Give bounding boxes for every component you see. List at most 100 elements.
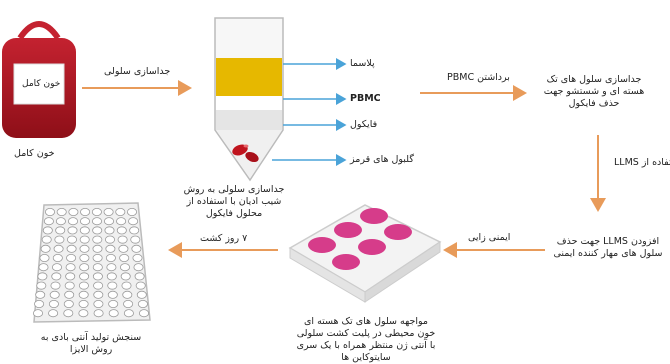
layer-rbc: گلبول های قرمز xyxy=(350,154,414,165)
well xyxy=(68,217,79,226)
well xyxy=(38,263,49,272)
well xyxy=(66,253,77,262)
six-well-plate-icon xyxy=(288,204,442,303)
well xyxy=(104,226,115,235)
well xyxy=(78,281,89,290)
layer-ficoll: فایکول xyxy=(350,119,378,130)
well xyxy=(37,272,48,281)
well xyxy=(34,299,45,308)
well xyxy=(121,281,132,290)
well xyxy=(131,244,142,253)
well xyxy=(45,207,56,216)
well xyxy=(78,309,89,318)
well xyxy=(78,290,89,299)
well xyxy=(137,299,148,308)
well xyxy=(103,207,114,216)
well xyxy=(33,309,44,318)
well xyxy=(93,290,104,299)
well xyxy=(107,290,118,299)
well xyxy=(79,244,90,253)
well xyxy=(120,272,131,281)
well xyxy=(92,244,103,253)
well xyxy=(65,272,76,281)
well xyxy=(118,244,129,253)
well xyxy=(92,272,103,281)
well xyxy=(48,299,59,308)
well xyxy=(43,217,54,226)
well xyxy=(130,235,141,244)
well xyxy=(52,253,63,262)
well xyxy=(105,244,116,253)
well xyxy=(105,253,116,262)
well xyxy=(36,281,47,290)
well xyxy=(79,263,90,272)
well xyxy=(35,290,46,299)
well xyxy=(133,263,144,272)
well xyxy=(105,235,116,244)
well xyxy=(53,244,64,253)
blood-bag-caption: خون کامل xyxy=(14,148,55,159)
well xyxy=(92,217,103,226)
well xyxy=(92,253,103,262)
well xyxy=(93,281,104,290)
well xyxy=(117,235,128,244)
well xyxy=(127,207,138,216)
well xyxy=(108,299,119,308)
well xyxy=(106,272,117,281)
well xyxy=(52,263,63,272)
well xyxy=(91,207,102,216)
well xyxy=(92,235,103,244)
well xyxy=(135,281,146,290)
separation-label: جداسازی سلولی xyxy=(104,66,171,77)
well xyxy=(40,244,51,253)
well xyxy=(65,263,76,272)
well xyxy=(67,235,78,244)
well xyxy=(79,272,90,281)
well xyxy=(104,217,115,226)
well xyxy=(120,263,131,272)
well xyxy=(93,309,104,318)
well xyxy=(49,290,60,299)
well xyxy=(107,281,118,290)
remove-pbmc-label: برداشتن PBMC xyxy=(447,72,510,83)
well xyxy=(80,217,91,226)
well xyxy=(51,272,62,281)
pbmc-desc: جداسازی سلول های تک هسته ای و شستشو جهت … xyxy=(543,74,645,109)
well xyxy=(119,253,130,262)
well xyxy=(134,272,145,281)
well xyxy=(56,207,67,216)
well xyxy=(93,299,104,308)
well xyxy=(79,235,90,244)
well xyxy=(64,281,75,290)
well xyxy=(123,309,134,318)
well xyxy=(67,226,78,235)
well xyxy=(108,309,119,318)
centrifuge-tube-icon xyxy=(214,17,284,182)
well xyxy=(122,290,133,299)
well xyxy=(50,281,61,290)
well xyxy=(92,263,103,272)
well xyxy=(79,226,90,235)
well xyxy=(92,226,103,235)
well xyxy=(68,207,79,216)
well xyxy=(48,309,59,318)
well xyxy=(106,263,117,272)
well xyxy=(116,217,127,226)
layer-pbmc: PBMC xyxy=(350,93,381,104)
blood-bag-label: خون کامل xyxy=(22,79,61,89)
well xyxy=(80,207,91,216)
well xyxy=(41,235,52,244)
well xyxy=(39,253,50,262)
assay-label: سنجش تولید آنتی بادی به روش الایزا xyxy=(40,332,142,355)
well xyxy=(116,226,127,235)
red-blood-cell-icon xyxy=(232,144,259,163)
well xyxy=(79,253,90,262)
well xyxy=(63,299,74,308)
immunize-label: ایمنی زایی xyxy=(468,232,511,243)
add-llms-label: افزودن LLMS جهت حذف سلول های مهار کننده … xyxy=(553,236,663,259)
well xyxy=(42,226,53,235)
blood-bag-icon xyxy=(2,21,76,138)
96-well-plate-icon xyxy=(33,202,151,323)
well xyxy=(64,290,75,299)
